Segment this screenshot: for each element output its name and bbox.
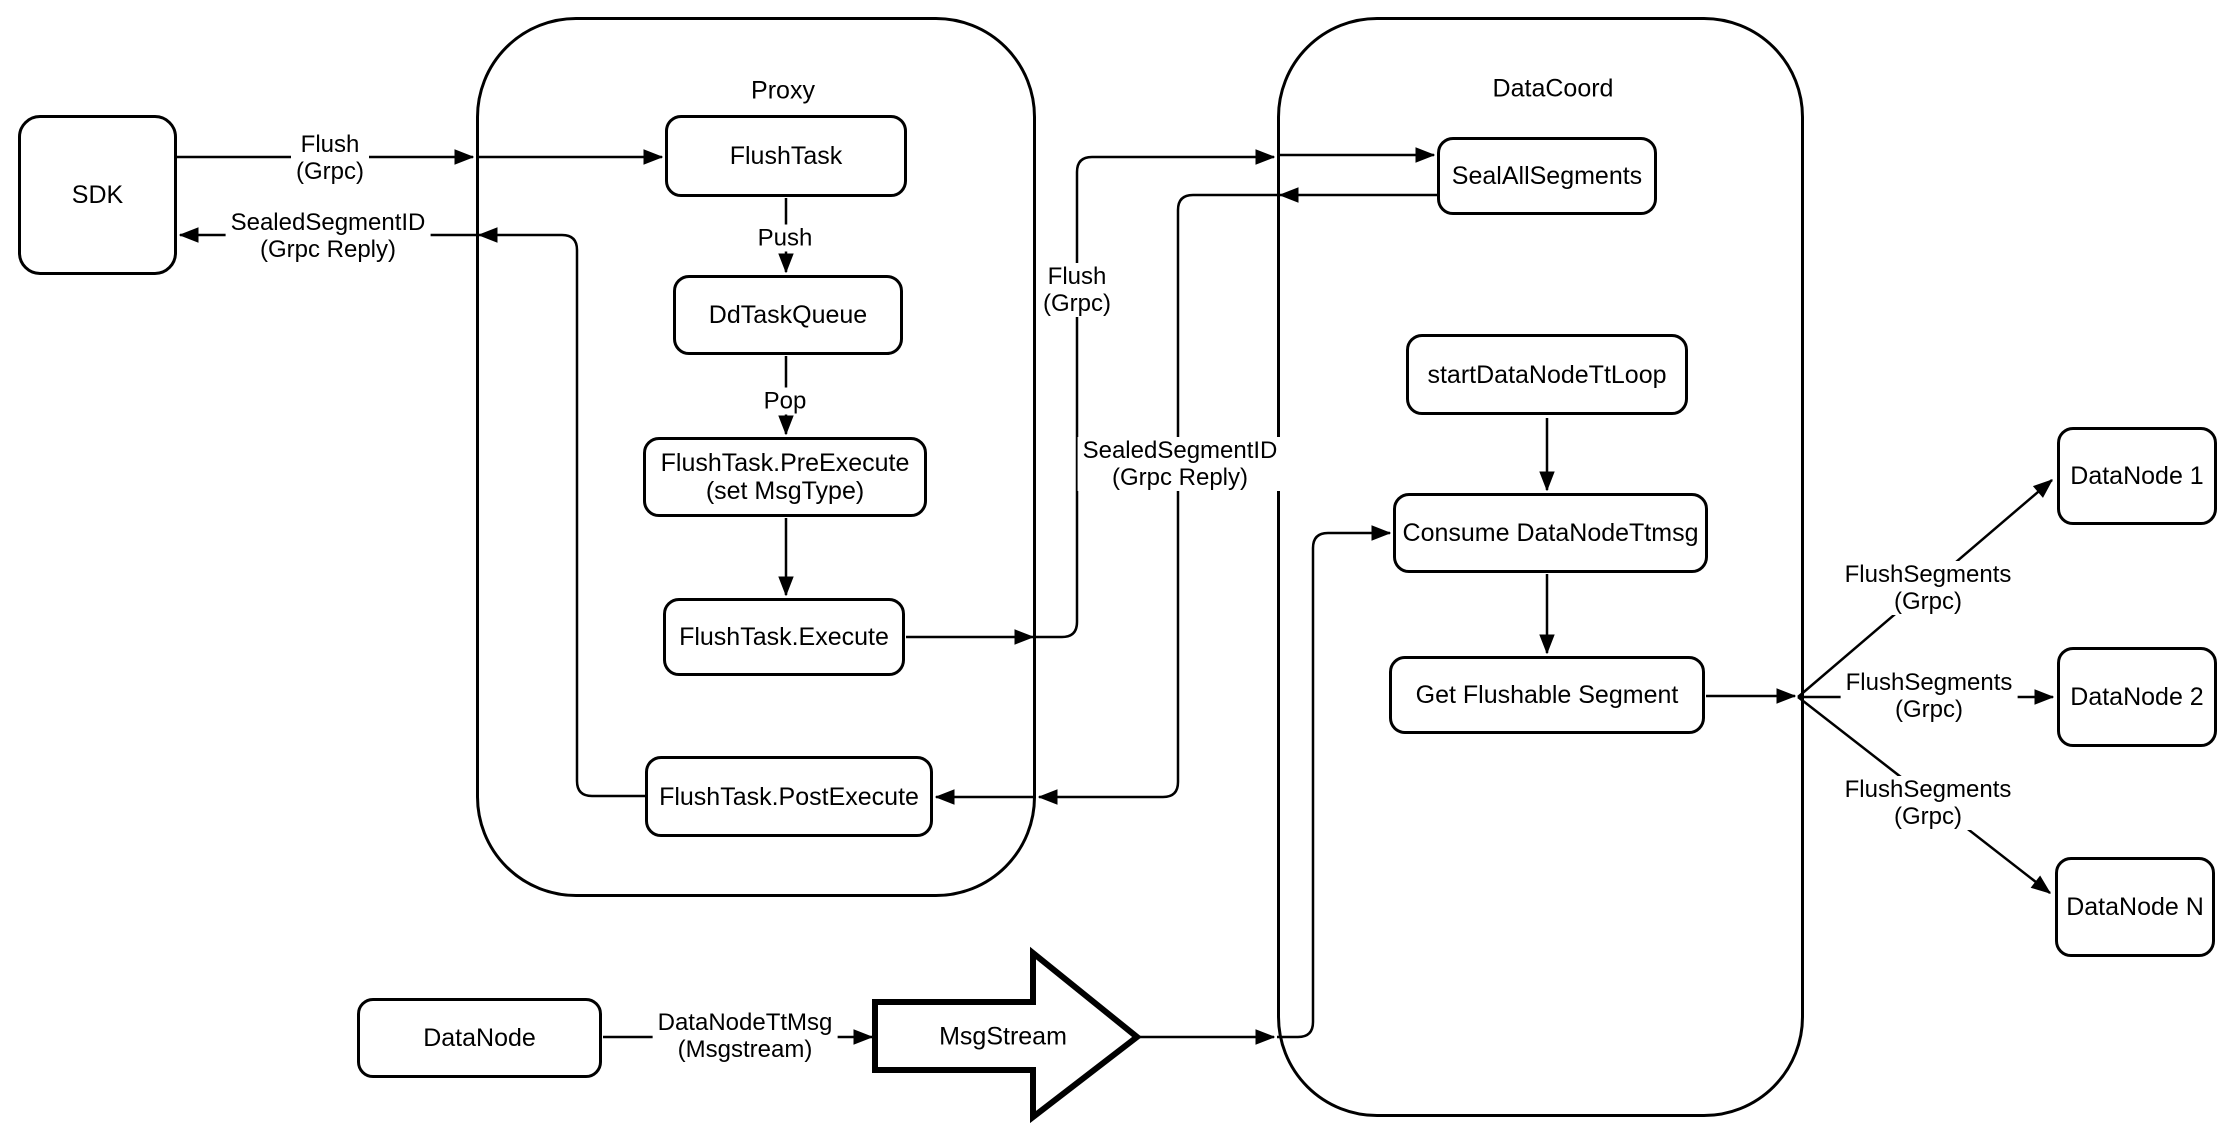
node-preexecute-label-line1: FlushTask.PreExecute bbox=[660, 449, 910, 477]
node-execute-label: FlushTask.Execute bbox=[679, 623, 889, 651]
node-datanode1: DataNode 1 bbox=[2057, 427, 2217, 525]
edge-label-sealedsegmentid-proxy-line1: SealedSegmentID bbox=[1082, 437, 1278, 464]
node-preexecute: FlushTask.PreExecute (set MsgType) bbox=[643, 437, 927, 517]
edge-label-datanodettmsg: DataNodeTtMsg (Msgstream) bbox=[652, 1009, 838, 1063]
node-datanoden-label: DataNode N bbox=[2066, 893, 2204, 921]
edge-label-flush-grpc-datacoord-line2: (Grpc) bbox=[1043, 290, 1111, 317]
node-postexecute-label: FlushTask.PostExecute bbox=[659, 782, 919, 811]
node-ddtaskqueue: DdTaskQueue bbox=[673, 275, 903, 355]
node-postexecute: FlushTask.PostExecute bbox=[645, 756, 933, 837]
edge-proxy-to-datacoord bbox=[1036, 157, 1274, 639]
edge-label-sealedsegmentid-proxy: SealedSegmentID (Grpc Reply) bbox=[1077, 437, 1283, 491]
edge-label-datanodettmsg-line1: DataNodeTtMsg bbox=[657, 1009, 833, 1036]
edge-label-flushsegments-3-line2: (Grpc) bbox=[1894, 803, 1962, 830]
node-datanode1-label: DataNode 1 bbox=[2070, 462, 2204, 490]
msgstream-block-arrow bbox=[872, 946, 1142, 1124]
edge-label-flushsegments-1-line1: FlushSegments bbox=[1844, 561, 2012, 588]
node-consumedatanodettmsg: Consume DataNodeTtmsg bbox=[1393, 493, 1708, 573]
edge-label-pop: Pop bbox=[758, 387, 812, 415]
node-getflushablesegment-label: Get Flushable Segment bbox=[1415, 681, 1679, 709]
edge-label-flushsegments-3-line1: FlushSegments bbox=[1844, 776, 2012, 803]
node-sealallsegments-label: SealAllSegments bbox=[1451, 162, 1643, 190]
node-datanode2: DataNode 2 bbox=[2057, 647, 2217, 747]
edge-label-sealedsegmentid-proxy-line2: (Grpc Reply) bbox=[1111, 464, 1249, 491]
node-sdk: SDK bbox=[18, 115, 177, 275]
edge-label-datanodettmsg-line2: (Msgstream) bbox=[677, 1036, 813, 1063]
node-sdk-label: SDK bbox=[71, 181, 124, 209]
node-startdatanodettloop: startDataNodeTtLoop bbox=[1406, 334, 1688, 415]
node-consumedatanodettmsg-label: Consume DataNodeTtmsg bbox=[1402, 519, 1699, 547]
edge-label-flushsegments-3: FlushSegments (Grpc) bbox=[1839, 776, 2017, 830]
proxy-container bbox=[476, 17, 1036, 897]
node-sealallsegments: SealAllSegments bbox=[1437, 137, 1657, 215]
edge-label-flush-grpc-sdk-line1: Flush bbox=[300, 131, 360, 158]
edge-label-flush-grpc-sdk: Flush (Grpc) bbox=[291, 131, 369, 185]
edge-label-sealedsegmentid-sdk-line2: (Grpc Reply) bbox=[259, 236, 397, 263]
edge-label-flushsegments-2-line2: (Grpc) bbox=[1895, 696, 1963, 723]
edge-datacoord-to-proxy-edge bbox=[1039, 193, 1277, 797]
msgstream-label: MsgStream bbox=[939, 1022, 1067, 1051]
node-datanode-bottom-label: DataNode bbox=[423, 1024, 536, 1052]
node-flushtask-label: FlushTask bbox=[729, 142, 843, 170]
edge-label-sealedsegmentid-sdk: SealedSegmentID (Grpc Reply) bbox=[225, 209, 431, 263]
node-datanode2-label: DataNode 2 bbox=[2070, 683, 2204, 711]
edge-label-flushsegments-2: FlushSegments (Grpc) bbox=[1840, 669, 2018, 723]
proxy-title: Proxy bbox=[751, 76, 815, 105]
edge-label-flush-grpc-sdk-line2: (Grpc) bbox=[296, 158, 364, 185]
node-flushtask: FlushTask bbox=[665, 115, 907, 197]
datacoord-container bbox=[1277, 17, 1804, 1117]
node-datanoden: DataNode N bbox=[2055, 857, 2215, 957]
node-preexecute-label-line2: (set MsgType) bbox=[705, 477, 865, 505]
edge-label-flushsegments-2-line1: FlushSegments bbox=[1845, 669, 2013, 696]
node-execute: FlushTask.Execute bbox=[663, 598, 905, 676]
edge-label-flushsegments-1: FlushSegments (Grpc) bbox=[1839, 561, 2017, 615]
node-ddtaskqueue-label: DdTaskQueue bbox=[708, 301, 868, 329]
edge-label-flushsegments-1-line2: (Grpc) bbox=[1894, 588, 1962, 615]
edge-label-flush-grpc-datacoord: Flush (Grpc) bbox=[1038, 263, 1116, 317]
node-startdatanodettloop-label: startDataNodeTtLoop bbox=[1427, 360, 1667, 389]
edge-postexecute-to-proxy-edge bbox=[479, 235, 645, 798]
edge-datacoord-to-consume bbox=[1277, 533, 1390, 1039]
node-datanode-bottom: DataNode bbox=[357, 998, 602, 1078]
edge-label-push: Push bbox=[752, 224, 818, 252]
node-getflushablesegment: Get Flushable Segment bbox=[1389, 656, 1705, 734]
edge-label-flush-grpc-datacoord-line1: Flush bbox=[1047, 263, 1107, 290]
edge-label-sealedsegmentid-sdk-line1: SealedSegmentID bbox=[230, 209, 426, 236]
datacoord-title: DataCoord bbox=[1492, 74, 1614, 103]
